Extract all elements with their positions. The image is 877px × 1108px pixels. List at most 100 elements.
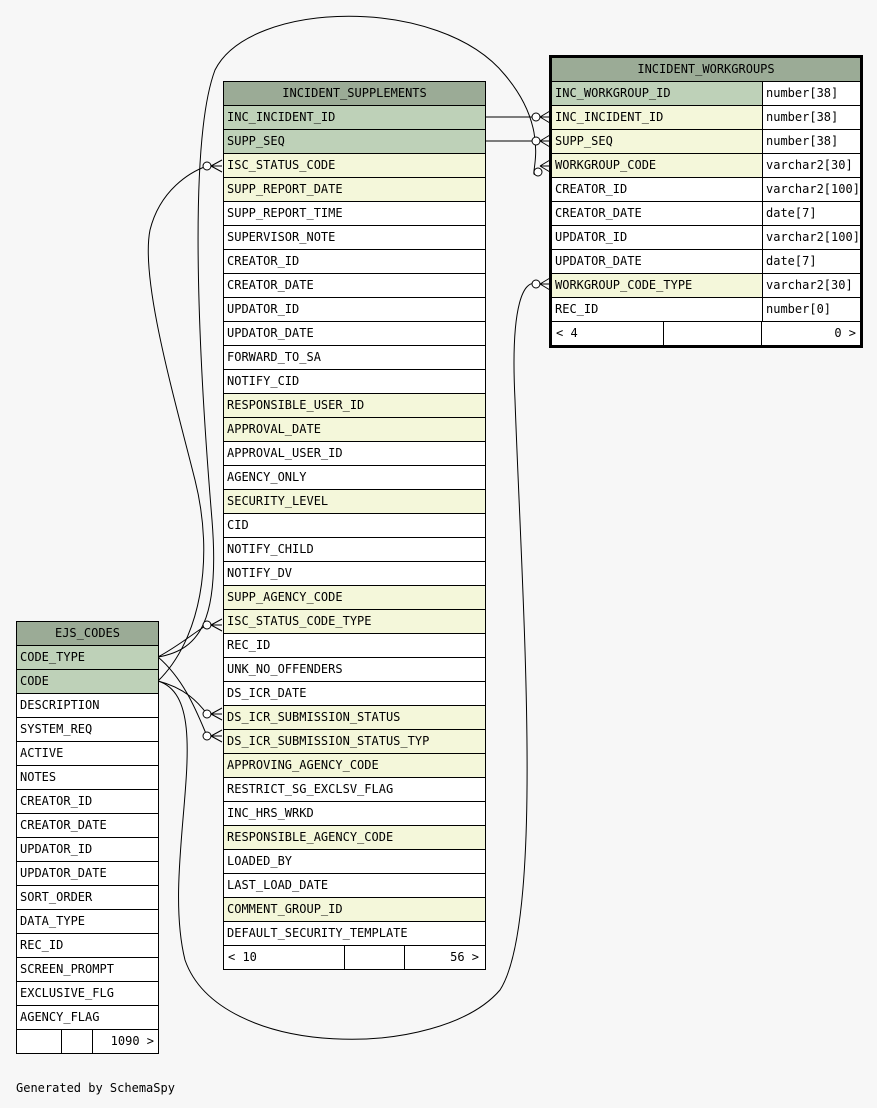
column-type: date[7] (762, 202, 860, 225)
column-name: ISC_STATUS_CODE_TYPE (224, 610, 485, 633)
column-row[interactable]: DS_ICR_SUBMISSION_STATUS_TYP (224, 730, 485, 754)
column-row[interactable]: DS_ICR_DATE (224, 682, 485, 706)
column-row[interactable]: INC_INCIDENT_ID (224, 106, 485, 130)
column-row[interactable]: COMMENT_GROUP_ID (224, 898, 485, 922)
column-row[interactable]: CREATOR_ID (17, 790, 158, 814)
column-row[interactable]: AGENCY_ONLY (224, 466, 485, 490)
column-row[interactable]: ISC_STATUS_CODE_TYPE (224, 610, 485, 634)
column-name: RESPONSIBLE_AGENCY_CODE (224, 826, 485, 849)
column-name: INC_INCIDENT_ID (552, 106, 762, 129)
column-row[interactable]: DEFAULT_SECURITY_TEMPLATE (224, 922, 485, 946)
column-row[interactable]: UNK_NO_OFFENDERS (224, 658, 485, 682)
footer-rows-count: 56 > (404, 946, 483, 969)
column-name: CREATOR_ID (227, 254, 300, 268)
column-row[interactable]: APPROVING_AGENCY_CODE (224, 754, 485, 778)
column-row[interactable]: FORWARD_TO_SA (224, 346, 485, 370)
column-name: SUPP_REPORT_DATE (224, 178, 485, 201)
optional-marker (202, 709, 212, 719)
column-name: CID (227, 518, 249, 532)
column-row[interactable]: UPDATOR_DATE (17, 862, 158, 886)
column-row[interactable]: UPDATOR_DATE (224, 322, 485, 346)
column-row[interactable]: EXCLUSIVE_FLG (17, 982, 158, 1006)
column-row[interactable]: RESPONSIBLE_USER_ID (224, 394, 485, 418)
column-row[interactable]: CODE_TYPE (17, 646, 158, 670)
column-name: AGENCY_FLAG (20, 1010, 100, 1024)
column-row[interactable]: DS_ICR_SUBMISSION_STATUS (224, 706, 485, 730)
column-name: WORKGROUP_CODE_TYPE (552, 274, 762, 297)
column-row[interactable]: CREATOR_DATE (17, 814, 158, 838)
column-row[interactable]: CID (224, 514, 485, 538)
column-name: ISC_STATUS_CODE (224, 154, 485, 177)
column-row[interactable]: CREATOR_DATE (224, 274, 485, 298)
column-row[interactable]: ISC_STATUS_CODE (224, 154, 485, 178)
footer-children-cell (344, 946, 404, 969)
crows-foot (210, 618, 223, 632)
column-row[interactable]: NOTIFY_CID (224, 370, 485, 394)
column-row[interactable]: REC_ID (17, 934, 158, 958)
column-row[interactable]: UPDATOR_ID (17, 838, 158, 862)
column-row[interactable]: NOTIFY_DV (224, 562, 485, 586)
column-row[interactable]: SYSTEM_REQ (17, 718, 158, 742)
column-name: FORWARD_TO_SA (227, 350, 321, 364)
column-name: AGENCY_ONLY (227, 470, 307, 484)
column-row[interactable]: DESCRIPTION (17, 694, 158, 718)
column-row[interactable]: LAST_LOAD_DATE (224, 874, 485, 898)
column-row[interactable]: RESPONSIBLE_AGENCY_CODE (224, 826, 485, 850)
column-row[interactable]: LOADED_BY (224, 850, 485, 874)
column-row[interactable]: RESTRICT_SG_EXCLSV_FLAG (224, 778, 485, 802)
column-name: UPDATOR_ID (227, 302, 300, 316)
column-name: LOADED_BY (227, 854, 293, 868)
column-row[interactable]: ACTIVE (17, 742, 158, 766)
column-name: CREATOR_DATE (227, 278, 314, 292)
crows-foot (210, 729, 223, 743)
column-row[interactable]: DATA_TYPE (17, 910, 158, 934)
column-name: INC_HRS_WRKD (227, 806, 314, 820)
optional-marker (202, 731, 212, 741)
column-row[interactable]: NOTIFY_CHILD (224, 538, 485, 562)
column-name: WORKGROUP_CODE (552, 154, 762, 177)
column-row[interactable]: NOTES (17, 766, 158, 790)
column-row[interactable]: SUPERVISOR_NOTE (224, 226, 485, 250)
column-row[interactable]: SUPP_SEQ (224, 130, 485, 154)
column-row[interactable]: REC_ID (224, 634, 485, 658)
column-row[interactable]: SUPP_REPORT_TIME (224, 202, 485, 226)
column-name: SYSTEM_REQ (20, 722, 93, 736)
column-row[interactable]: AGENCY_FLAG (17, 1006, 158, 1030)
column-name: NOTIFY_CHILD (227, 542, 314, 556)
column-name: SECURITY_LEVEL (224, 490, 485, 513)
column-row[interactable]: SECURITY_LEVEL (224, 490, 485, 514)
column-row[interactable]: SCREEN_PROMPT (17, 958, 158, 982)
column-row[interactable]: SUPP_REPORT_DATE (224, 178, 485, 202)
column-name: EXCLUSIVE_FLG (20, 986, 114, 1000)
generator-credit: Generated by SchemaSpy (16, 1081, 175, 1095)
column-row[interactable]: SORT_ORDER (17, 886, 158, 910)
column-row[interactable]: APPROVAL_DATE (224, 418, 485, 442)
crows-foot (210, 707, 223, 721)
column-name: UPDATOR_DATE (555, 254, 642, 268)
column-row[interactable]: UPDATOR_ID (224, 298, 485, 322)
column-row[interactable]: SUPP_AGENCY_CODE (224, 586, 485, 610)
column-row[interactable]: INC_HRS_WRKD (224, 802, 485, 826)
column-row[interactable]: CREATOR_ID (224, 250, 485, 274)
column-row[interactable]: CODE (17, 670, 158, 694)
footer-parents-count: < 4 (556, 326, 578, 340)
crows-foot (539, 110, 551, 124)
optional-marker (202, 620, 212, 630)
column-type: varchar2[30] (762, 274, 860, 297)
column-name: CREATOR_ID (20, 794, 93, 808)
column-row[interactable]: APPROVAL_USER_ID (224, 442, 485, 466)
